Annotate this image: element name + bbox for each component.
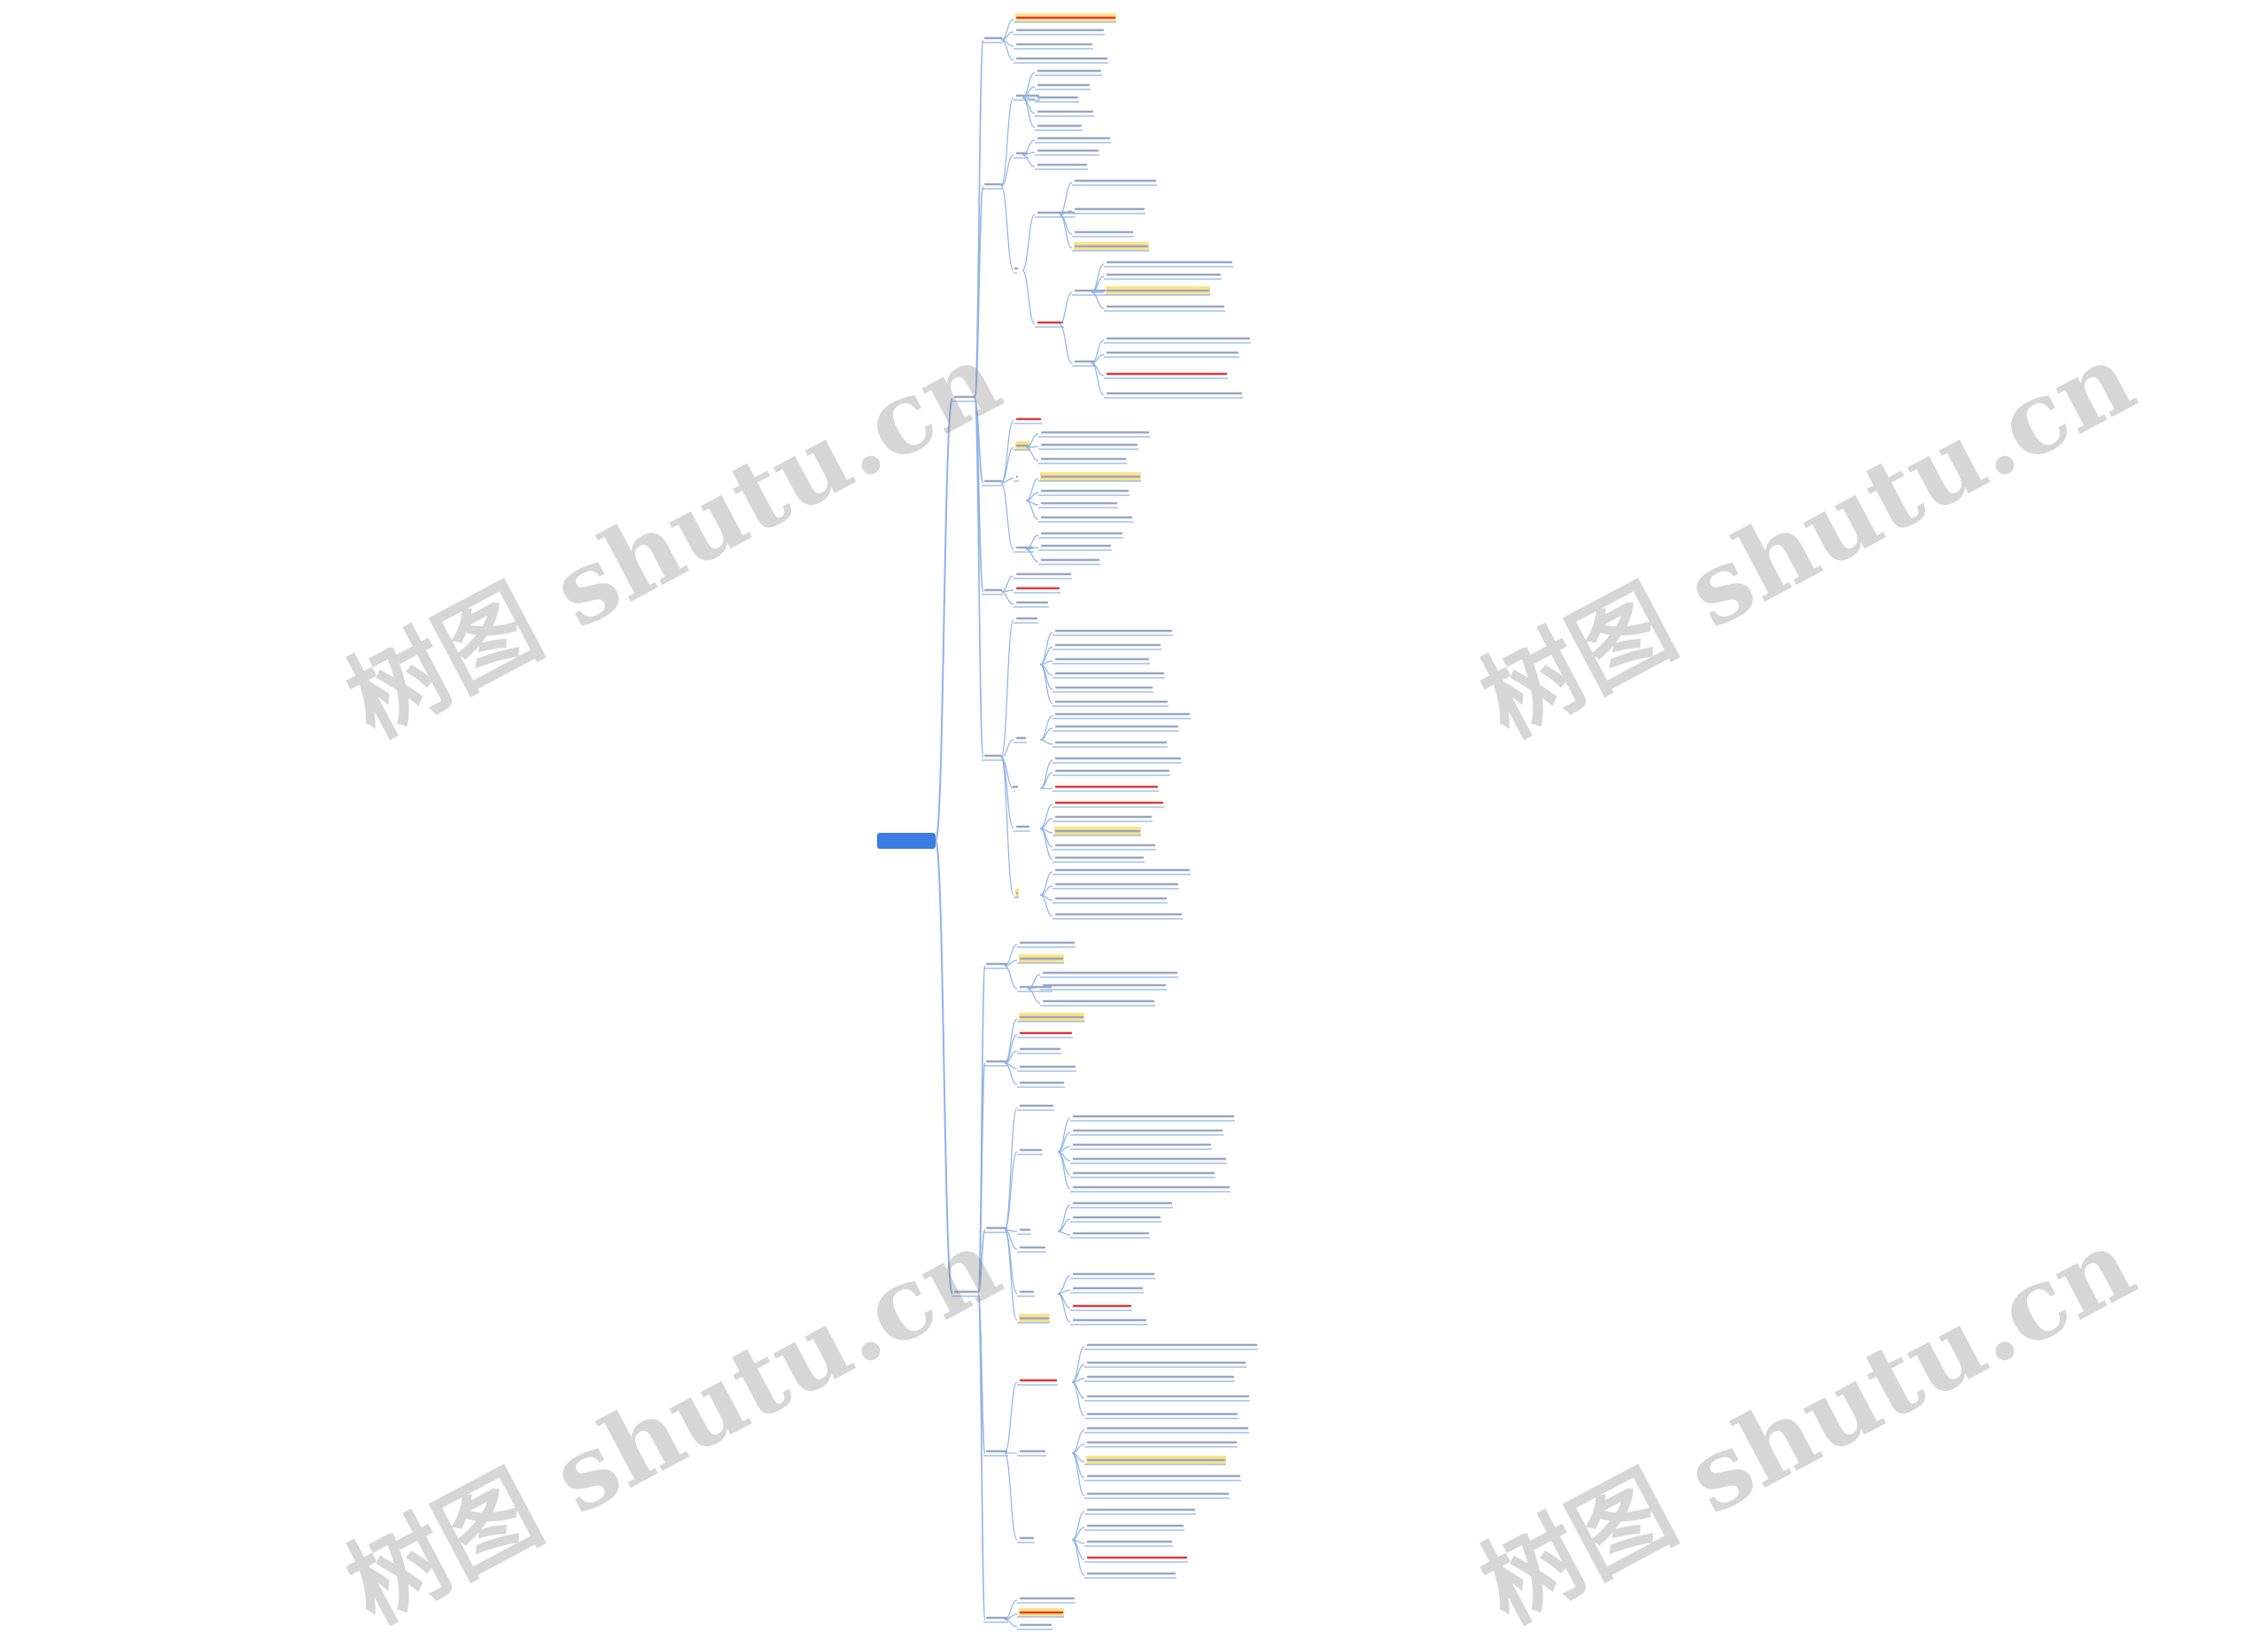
branch-link [1071, 1539, 1085, 1576]
branch-link [1091, 291, 1105, 309]
branch-link [1004, 1619, 1018, 1628]
branch-link [974, 185, 984, 400]
branch-link [1059, 182, 1073, 215]
branch-link [1000, 19, 1014, 41]
branch-link [1039, 871, 1053, 896]
branch-link [935, 840, 953, 1294]
branch-link [1039, 759, 1053, 789]
branch-link [1057, 1204, 1071, 1232]
branch-link [1021, 72, 1036, 98]
branch-link [1021, 269, 1036, 325]
branch-link [1025, 447, 1039, 462]
branch-link [1057, 1151, 1071, 1190]
branch-link [1059, 323, 1073, 364]
branch-link [1091, 339, 1105, 364]
branch-link [1025, 500, 1039, 520]
branch-link [977, 1062, 986, 1294]
branch-link [1000, 447, 1014, 484]
branch-link [1057, 1231, 1071, 1236]
branch-link [1000, 478, 1014, 484]
branch-link [1000, 739, 1014, 758]
branch-link [1057, 1275, 1071, 1294]
branch-link [1039, 664, 1053, 704]
branch-link [974, 39, 984, 400]
branch-link [1004, 1107, 1018, 1231]
branch-link [1091, 362, 1105, 396]
branch-link [1000, 482, 1014, 550]
branch-link [1000, 591, 1014, 605]
branch-link [1004, 965, 1018, 990]
branch-link [1000, 185, 1014, 271]
branch-link [1000, 39, 1014, 61]
branch-link [1021, 154, 1036, 167]
branch-link [1021, 97, 1036, 128]
branch-link [1004, 1381, 1018, 1454]
branch-link [1039, 894, 1053, 917]
branch-link [1004, 1062, 1018, 1085]
branch-link [977, 1293, 986, 1620]
branch-link [1039, 715, 1053, 741]
branch-link [977, 965, 986, 1294]
branch-link [977, 1229, 986, 1294]
branch-link [1004, 1229, 1018, 1321]
branch-link [1000, 154, 1014, 187]
branch-link [1004, 1151, 1018, 1231]
root-topic[interactable] [877, 833, 936, 849]
branch-link [1039, 804, 1053, 829]
branch-link [1059, 214, 1073, 249]
branch-link [1091, 263, 1105, 293]
branch-link [1000, 97, 1014, 187]
branch-link [1057, 1289, 1071, 1294]
branch-link [1021, 214, 1036, 271]
branch-link [1025, 548, 1039, 563]
branch-link [1039, 739, 1053, 745]
branch-link [1059, 291, 1073, 325]
branch-link [1039, 632, 1053, 665]
branch-link [1039, 828, 1053, 860]
branch-link [1057, 1293, 1071, 1323]
branch-link [1000, 619, 1014, 758]
branch-link [1027, 988, 1041, 1004]
branch-link [1004, 1452, 1018, 1541]
branch-link [974, 398, 984, 758]
branch-link [1071, 1511, 1085, 1541]
branch-link [935, 398, 953, 842]
branch-link [1071, 1452, 1085, 1496]
branch-link [1000, 575, 1014, 593]
branch-link [1000, 757, 1014, 829]
branch-link [1071, 1381, 1085, 1417]
branch-link [1071, 1429, 1085, 1454]
branch-link [1000, 757, 1014, 896]
branch-link [1000, 420, 1014, 484]
